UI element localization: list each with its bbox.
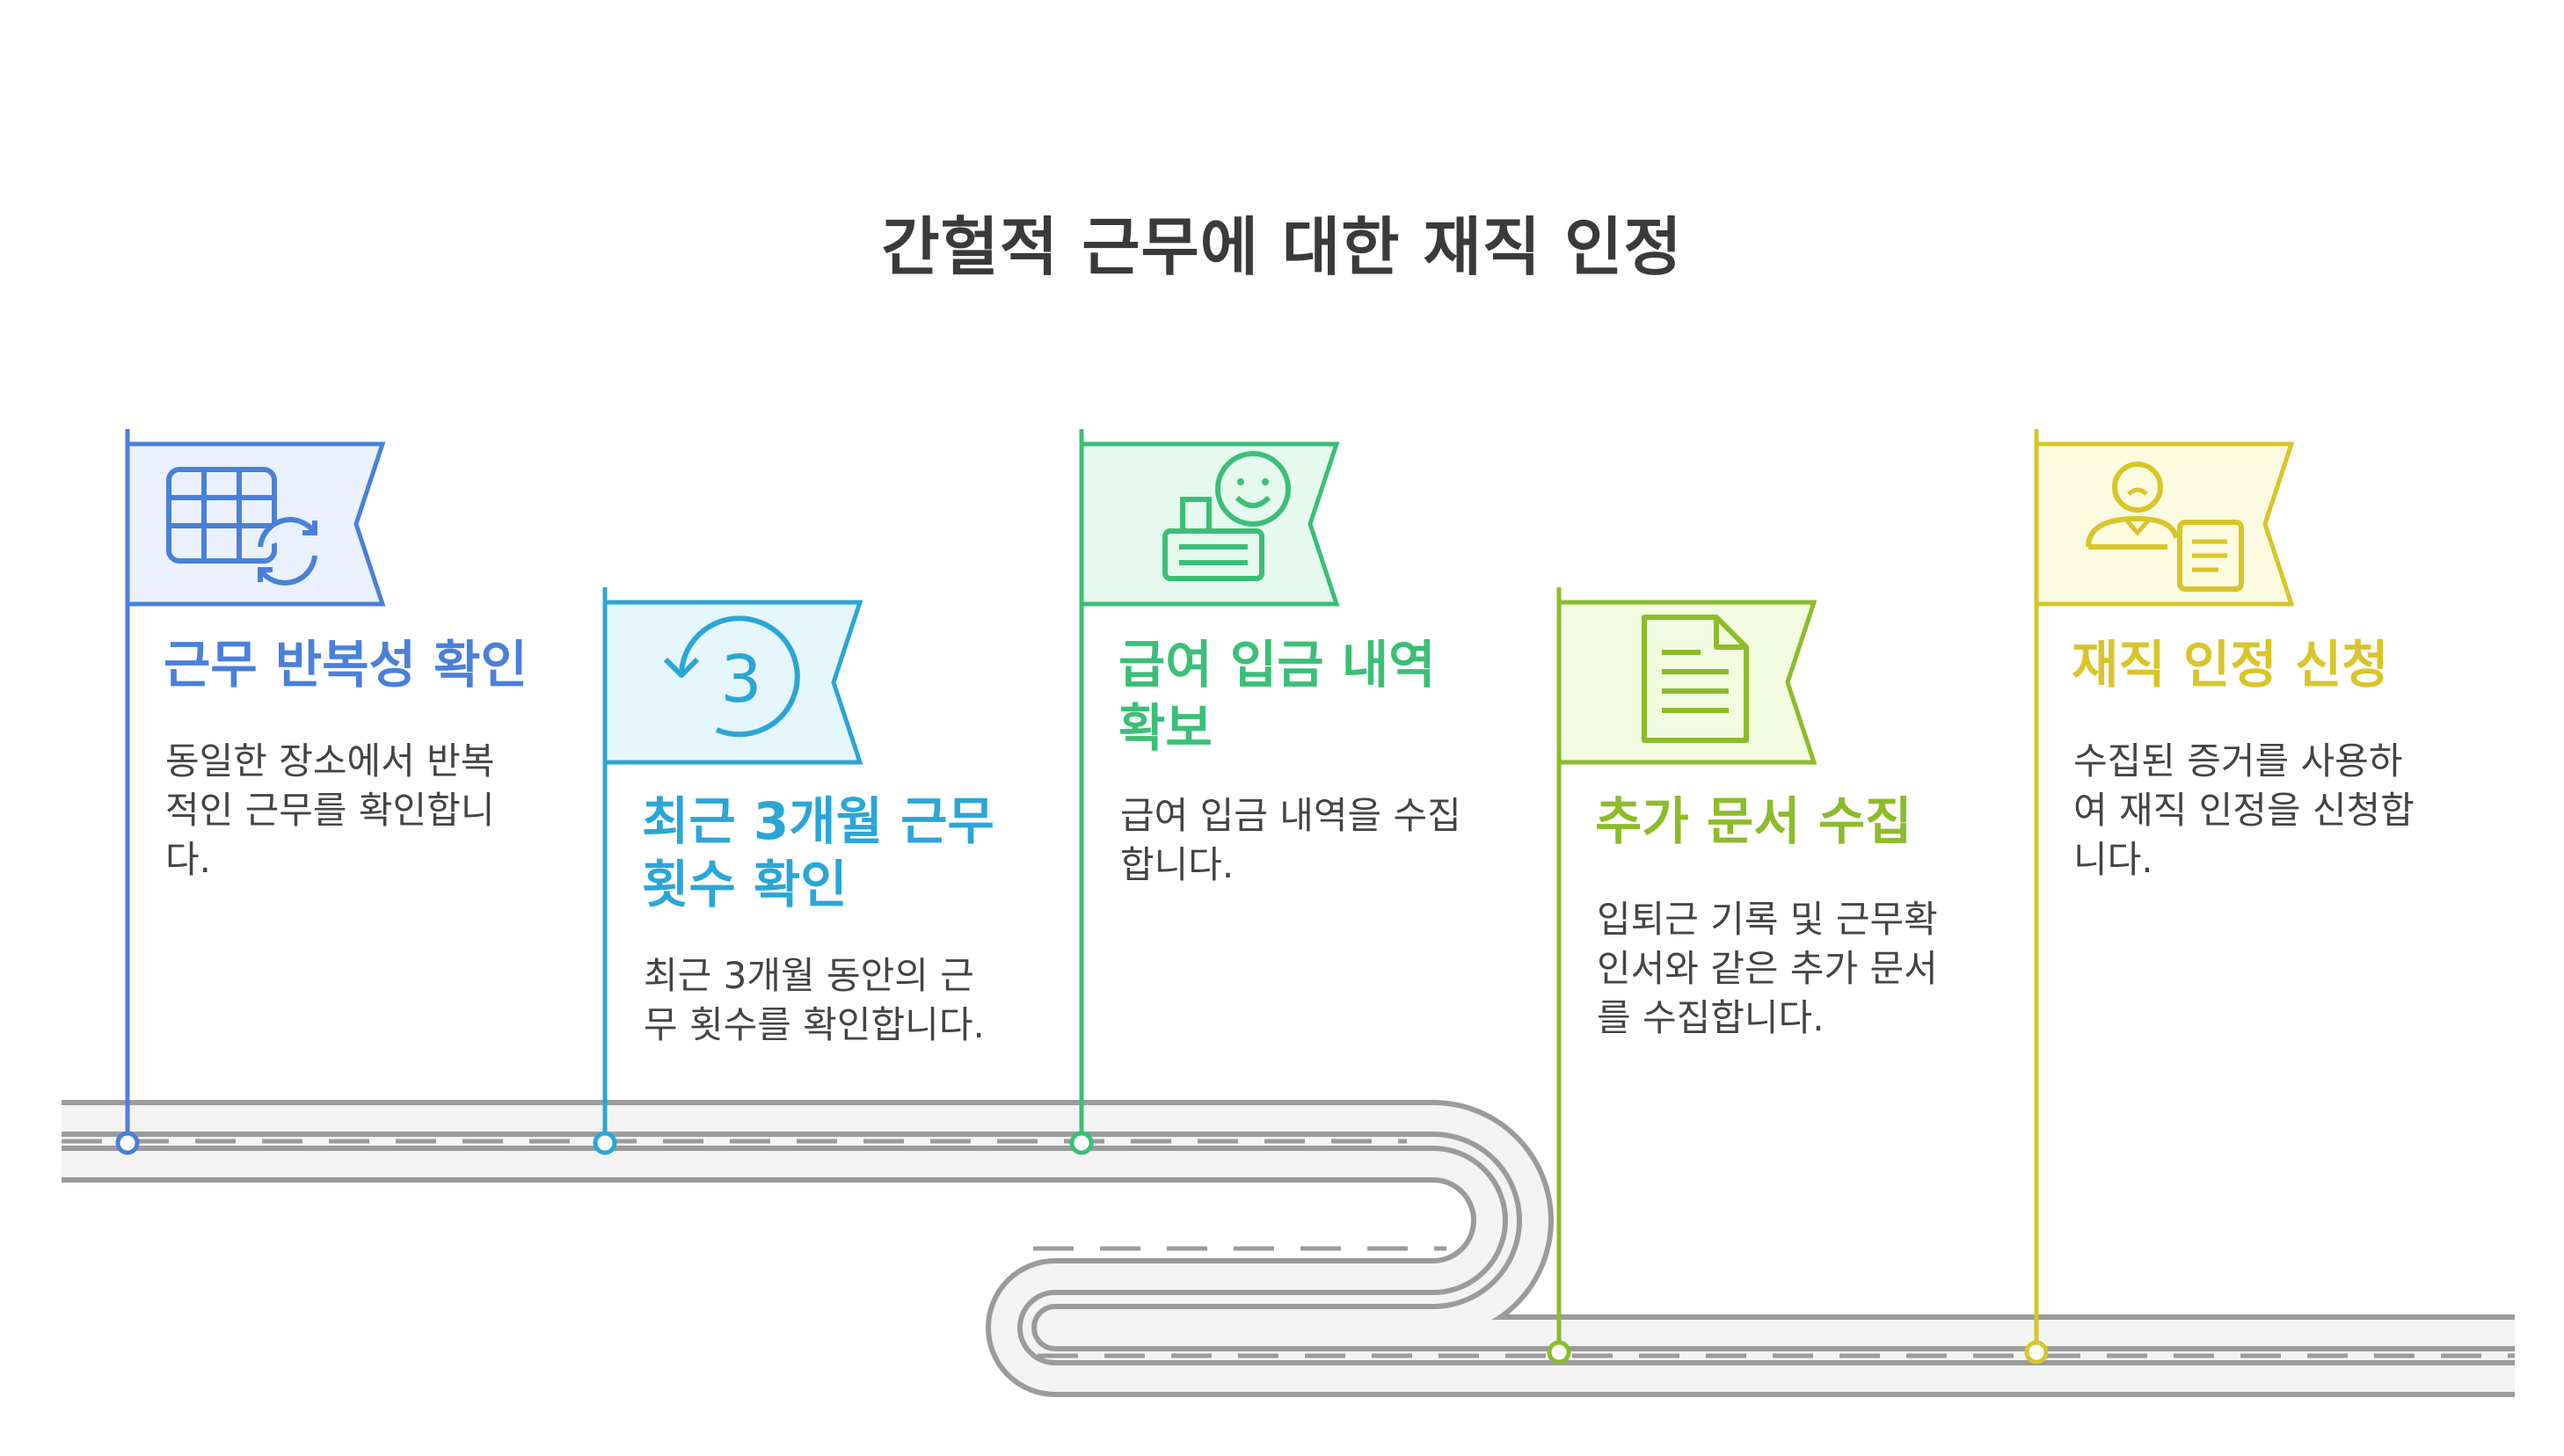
milestone-marker	[595, 1133, 615, 1153]
step-1-description: 동일한 장소에서 반복 적인 근무를 확인합니 다.	[165, 737, 494, 885]
step-2-title: 최근 3개월 근무 횟수 확인	[642, 790, 994, 916]
milestone-marker	[1072, 1133, 1091, 1153]
step-5-title: 재직 인정 신청	[2072, 633, 2389, 696]
step-3-description: 급여 입금 내역을 수집 합니다.	[1120, 791, 1461, 890]
milestone-marker	[118, 1133, 137, 1153]
step-2-description: 최근 3개월 동안의 근 무 횟수를 확인합니다.	[644, 951, 985, 1050]
step-1-title: 근무 반복성 확인	[164, 633, 528, 696]
step-5-description: 수집된 증거를 사용하 여 재직 인정을 신청합 니다.	[2073, 737, 2415, 885]
milestone-marker	[2027, 1343, 2046, 1362]
milestone-marker	[1549, 1343, 1569, 1362]
svg-text:3: 3	[720, 642, 761, 717]
road	[62, 1141, 2515, 1356]
step-5-flag	[2027, 429, 2291, 1362]
step-3-title: 급여 입금 내역 확보	[1118, 633, 1436, 760]
step-flags: 3	[118, 429, 2291, 1362]
step-4-description: 입퇴근 기록 및 근무확 인서와 같은 추가 문서 를 수집합니다.	[1597, 895, 1938, 1043]
step-4-title: 추가 문서 수집	[1595, 790, 1912, 853]
